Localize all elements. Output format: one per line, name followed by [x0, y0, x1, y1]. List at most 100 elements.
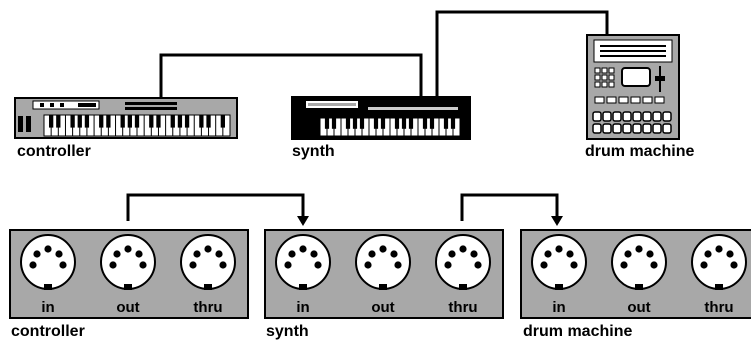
- drum-pad: [642, 111, 652, 122]
- connector-pin: [448, 250, 456, 258]
- drum-small-pad: [601, 81, 608, 88]
- port-label: out: [116, 299, 140, 316]
- arrow-controller-out-to-synth-in: [126, 193, 305, 221]
- black-key: [220, 115, 225, 128]
- black-key: [345, 118, 351, 129]
- connector-pin: [288, 250, 296, 258]
- arrowhead-drum-in: [551, 216, 563, 226]
- black-key: [106, 115, 111, 128]
- connector-pin: [33, 250, 41, 258]
- port-label: out: [627, 299, 651, 316]
- black-key: [408, 118, 414, 129]
- drum-pad: [622, 111, 632, 122]
- connector-pin: [193, 250, 201, 258]
- drum-small-pad: [594, 67, 601, 74]
- drum-pad: [652, 123, 662, 134]
- connector-shell: [20, 234, 76, 290]
- synth-keyboard: [291, 96, 471, 140]
- black-key: [99, 115, 104, 128]
- midi-port-connector: [275, 234, 331, 290]
- port-label: thru: [448, 299, 478, 316]
- drum-pad: [602, 111, 612, 122]
- drum-small-pad: [601, 74, 608, 81]
- midi-port-connector: [355, 234, 411, 290]
- port-label: thru: [704, 299, 734, 316]
- drum-pad: [612, 123, 622, 134]
- connector-pin: [704, 250, 712, 258]
- black-key: [84, 115, 90, 128]
- black-key: [359, 118, 365, 129]
- connector-shell: [691, 234, 747, 290]
- connector-pin: [620, 261, 628, 269]
- black-key: [331, 118, 337, 129]
- port-label: out: [371, 299, 395, 316]
- connector-pin: [379, 245, 387, 253]
- drum-pad: [652, 111, 662, 122]
- midi-port-connector: [435, 234, 491, 290]
- drum-pad: [632, 111, 642, 122]
- black-key: [156, 115, 161, 128]
- drum-pad: [592, 123, 602, 134]
- black-key: [70, 115, 75, 128]
- connector-pin: [459, 245, 467, 253]
- connector-key: [124, 284, 132, 290]
- connector-pin: [635, 245, 643, 253]
- connector-pin: [544, 250, 552, 258]
- synth-label: synth: [292, 143, 335, 160]
- black-key: [373, 118, 379, 129]
- panel-synth-title: synth: [266, 323, 309, 340]
- arrow-synth-thru-to-drum-in: [460, 193, 559, 221]
- black-key: [443, 118, 449, 129]
- connector-pin: [113, 250, 121, 258]
- drum-pad: [662, 123, 672, 134]
- connector-pin: [570, 261, 578, 269]
- midi-port-connector: [180, 234, 236, 290]
- connector-pin: [390, 250, 398, 258]
- connector-pin: [314, 261, 322, 269]
- drum-small-pad: [608, 81, 615, 88]
- connector-pin: [135, 250, 143, 258]
- port-label: in: [296, 299, 310, 316]
- connector-pin: [555, 245, 563, 253]
- black-key: [199, 115, 204, 128]
- connector-pin: [540, 261, 548, 269]
- connector-pin: [646, 250, 654, 258]
- midi-arrows: [126, 193, 563, 226]
- connector-pin: [215, 250, 223, 258]
- connector-key: [44, 284, 52, 290]
- controller-keyboard: [14, 97, 238, 139]
- drum-button: [594, 96, 605, 104]
- connector-pin: [700, 261, 708, 269]
- connector-pin: [29, 261, 37, 269]
- connector-key: [459, 284, 467, 290]
- black-key: [429, 118, 435, 129]
- midi-port-connector: [20, 234, 76, 290]
- drum-pad: [622, 123, 632, 134]
- connector-key: [379, 284, 387, 290]
- black-key: [352, 118, 358, 129]
- port-label: thru: [193, 299, 223, 316]
- panel-drum-machine-title: drum machine: [523, 323, 633, 340]
- connector-pin: [624, 250, 632, 258]
- black-key: [120, 115, 125, 128]
- drum-small-pad: [594, 74, 601, 81]
- connector-pin: [139, 261, 147, 269]
- black-key: [177, 115, 183, 128]
- connector-shell: [100, 234, 156, 290]
- midi-port-connector: [531, 234, 587, 290]
- drum-button: [642, 96, 653, 104]
- connector-pin: [444, 261, 452, 269]
- port-label: in: [41, 299, 55, 316]
- connector-pin: [124, 245, 132, 253]
- midi-port-connector: [611, 234, 667, 290]
- connector-pin: [730, 261, 738, 269]
- black-key: [450, 118, 456, 129]
- drum-pad: [662, 111, 672, 122]
- controller-label: controller: [17, 143, 91, 160]
- connector-key: [299, 284, 307, 290]
- midi-port-connector: [100, 234, 156, 290]
- connector-pin: [470, 250, 478, 258]
- drum-button: [654, 96, 665, 104]
- black-key: [401, 118, 407, 129]
